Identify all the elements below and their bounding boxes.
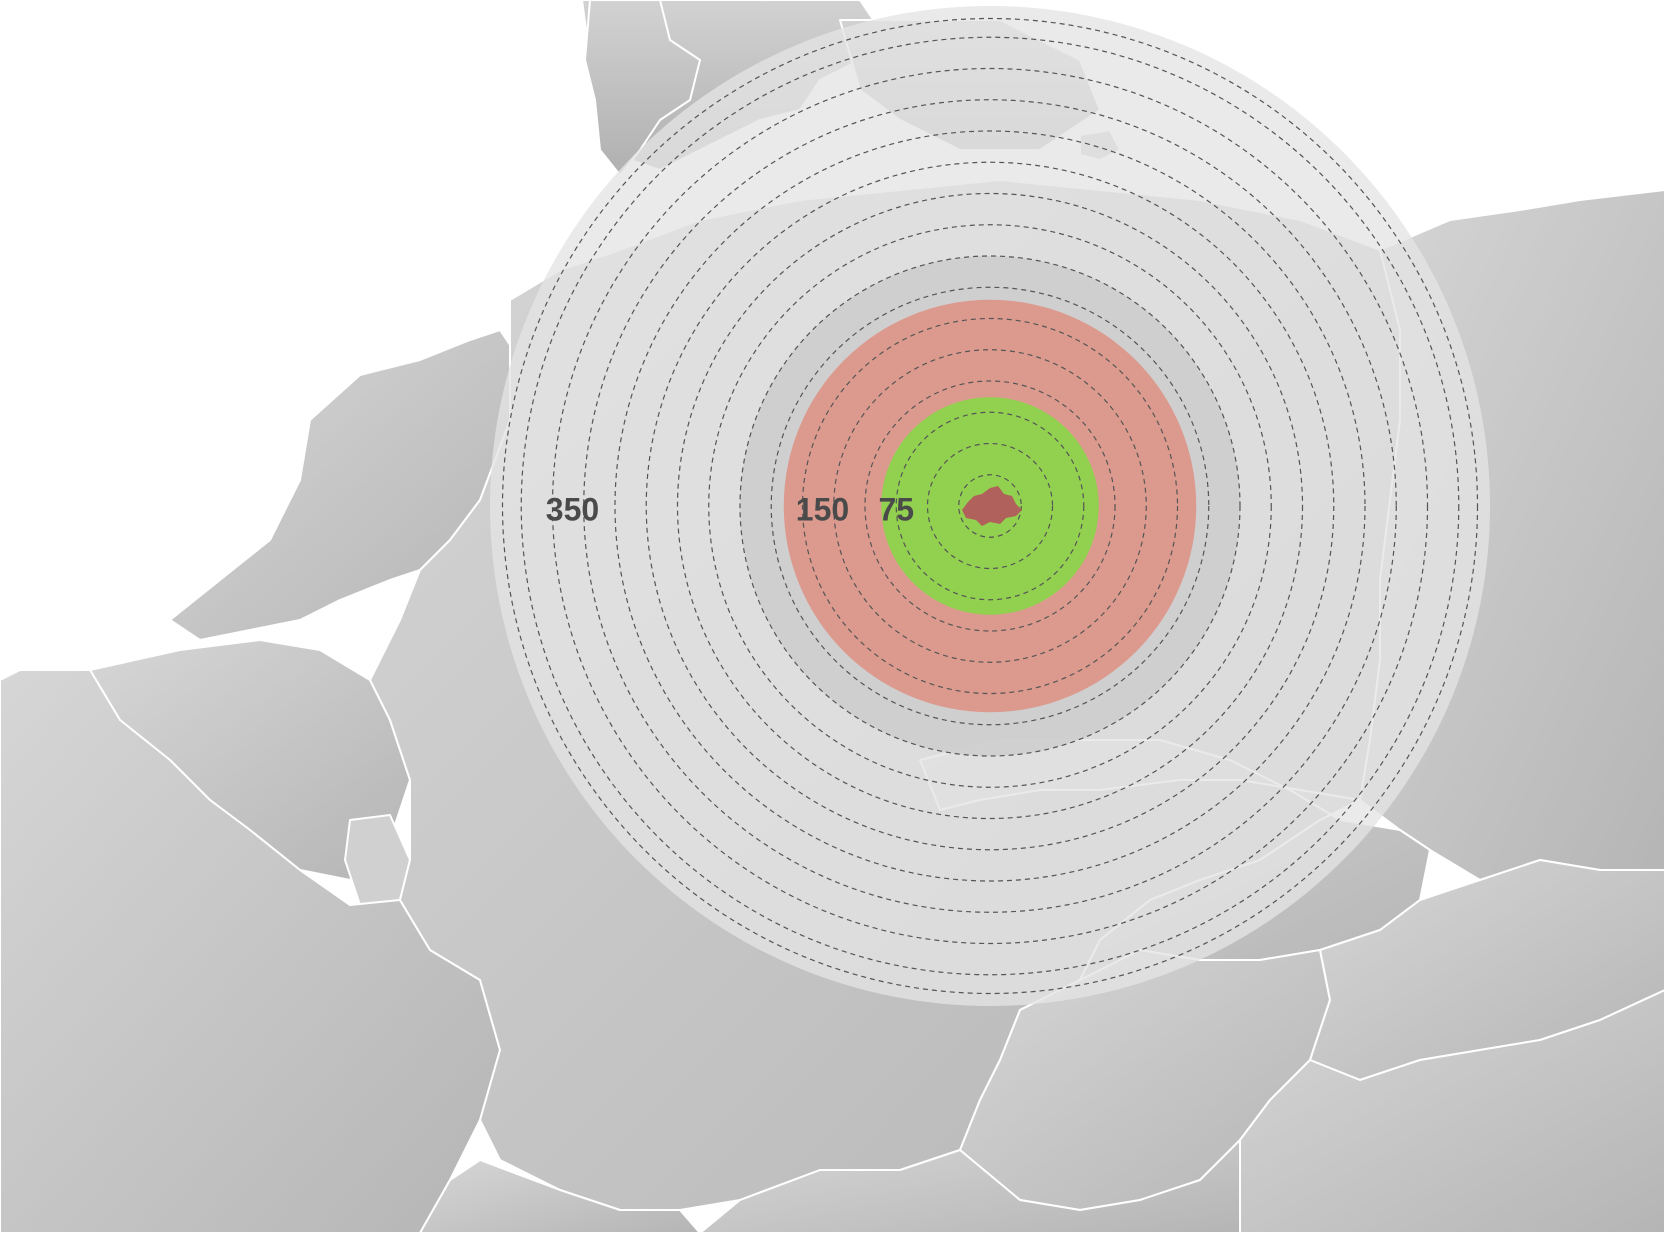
distance-ring-300 bbox=[614, 130, 1366, 882]
land-netherlands bbox=[169, 329, 521, 641]
distance-ring-outer bbox=[501, 17, 1479, 995]
ring-label-350: 350 bbox=[546, 491, 599, 527]
ring-layer bbox=[501, 17, 1479, 995]
distance-ring-275 bbox=[645, 161, 1335, 851]
distance-ring-350 bbox=[551, 67, 1429, 945]
land-hungary bbox=[1239, 989, 1665, 1233]
city-marker bbox=[962, 486, 1022, 526]
distance-ring-75 bbox=[895, 411, 1085, 601]
city-shape bbox=[962, 486, 1022, 526]
distance-ring-125 bbox=[833, 349, 1147, 663]
land-denmark bbox=[584, 0, 701, 176]
distance-ring-100 bbox=[864, 380, 1116, 632]
distance-ring-200 bbox=[739, 255, 1241, 757]
distance-ring-150 bbox=[801, 317, 1179, 695]
distance-ring-175 bbox=[770, 286, 1210, 726]
ring-label-75: 75 bbox=[878, 491, 914, 527]
distance-ring-25 bbox=[958, 474, 1022, 538]
land-luxembourg bbox=[344, 814, 411, 906]
distance-ring-50 bbox=[926, 442, 1054, 570]
ring-labels: 350 150 75 bbox=[546, 491, 914, 527]
distance-ring-325 bbox=[583, 99, 1397, 913]
distance-ring-225 bbox=[708, 224, 1272, 788]
distance-ring-375 bbox=[520, 36, 1460, 976]
land-switzerland bbox=[419, 1159, 701, 1233]
distance-ring-250 bbox=[676, 192, 1304, 820]
ring-label-150: 150 bbox=[796, 491, 849, 527]
land-south-alps bbox=[699, 1139, 1241, 1233]
